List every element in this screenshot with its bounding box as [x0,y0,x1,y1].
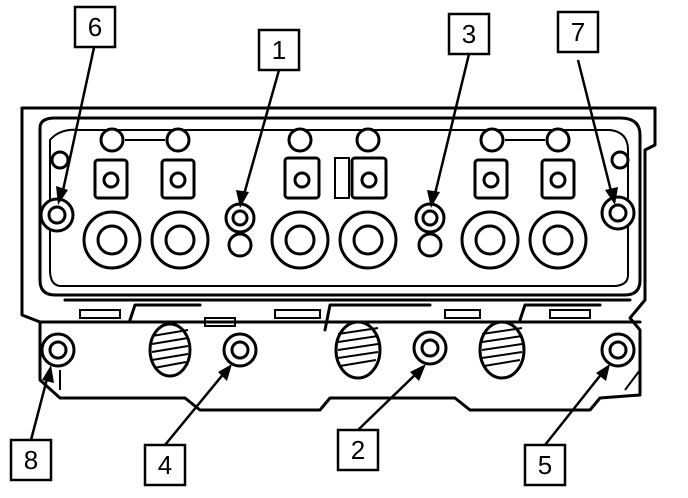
bolt-8 [40,332,76,368]
bolt-1 [224,202,256,234]
callout-labels: 6 1 3 7 8 4 2 5 [9,5,600,487]
callout-4: 4 [143,443,187,487]
callout-2: 2 [336,428,380,472]
callout-3-text: 3 [462,19,476,49]
bolt-7 [600,195,636,231]
callout-8-text: 8 [24,445,38,475]
bolt-3 [414,202,446,234]
callout-4-text: 4 [158,450,172,480]
bolt-2 [412,330,448,366]
leader-arrows [29,42,618,446]
callout-7: 7 [556,10,600,54]
bolt-5 [600,332,636,368]
rocker-pedestals [93,156,576,200]
cylinder-head-body [20,106,657,412]
exhaust-studs [148,320,526,380]
bolt-4 [222,332,258,368]
callout-1-text: 1 [272,35,286,65]
spark-plug-bosses [82,210,588,270]
callout-5: 5 [523,443,567,487]
callout-1: 1 [257,28,301,72]
head-bolts [39,195,636,368]
callout-2-text: 2 [351,435,365,465]
callout-6-text: 6 [88,12,102,42]
bolt-6 [39,197,75,233]
top-small-holes [50,127,630,170]
callout-6: 6 [73,5,117,49]
callout-3: 3 [447,12,491,56]
callout-7-text: 7 [571,17,585,47]
callout-5-text: 5 [538,450,552,480]
callout-8: 8 [9,438,53,482]
